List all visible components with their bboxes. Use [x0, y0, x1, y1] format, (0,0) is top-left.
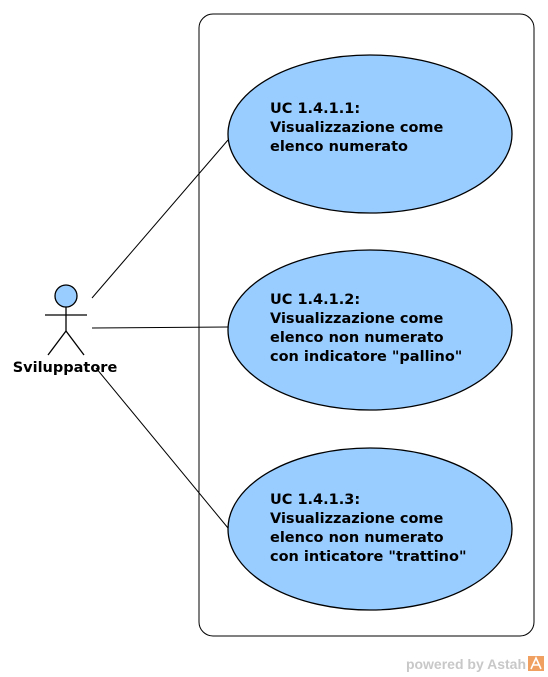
association-line-uc1: [91, 139, 229, 299]
footer-watermark: powered by Astah: [406, 656, 544, 672]
footer-text: powered by Astah: [406, 656, 526, 672]
association-line-uc3: [95, 367, 229, 529]
use-case-text-line: con inticatore "trattino": [270, 549, 467, 565]
use-case-uc-1-4-1-3[interactable]: UC 1.4.1.3: Visualizzazione come elenco …: [227, 447, 513, 611]
use-case-uc-1-4-1-1[interactable]: UC 1.4.1.1: Visualizzazione come elenco …: [227, 54, 513, 214]
use-case-id: UC 1.4.1.2:: [270, 292, 360, 308]
use-case-text-line: con indicatore "pallino": [270, 349, 462, 365]
use-case-text-line: Visualizzazione come: [270, 511, 444, 527]
actor[interactable]: Sviluppatore: [13, 284, 118, 376]
use-case-ellipse: [227, 54, 513, 214]
use-case-uc-1-4-1-2[interactable]: UC 1.4.1.2: Visualizzazione come elenco …: [227, 249, 513, 411]
use-case-ellipse: [227, 447, 513, 611]
association-line-uc2: [91, 326, 229, 329]
use-case-ellipse: [227, 249, 513, 411]
use-case-text-line: Visualizzazione come: [270, 311, 444, 327]
use-case-id: UC 1.4.1.3:: [270, 492, 360, 508]
astah-logo-icon: [528, 656, 544, 671]
use-case-text-line: elenco numerato: [270, 139, 408, 155]
use-case-text-line: Visualizzazione come: [270, 120, 444, 136]
use-case-text-line: elenco non numerato: [270, 330, 444, 346]
actor-name: Sviluppatore: [13, 360, 118, 376]
use-case-text-line: elenco non numerato: [270, 530, 444, 546]
use-case-id: UC 1.4.1.1:: [270, 101, 360, 117]
stick-figure-icon: [45, 284, 87, 356]
